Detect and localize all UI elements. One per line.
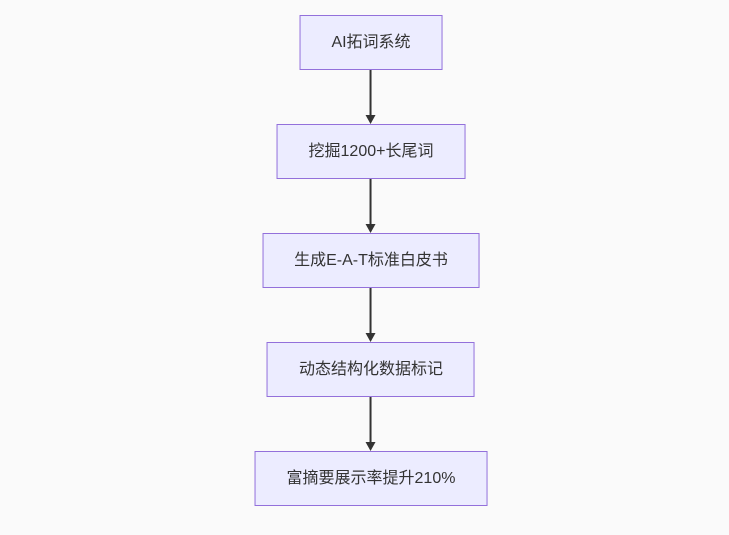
edge-line (370, 70, 372, 115)
arrowhead-icon (366, 115, 376, 124)
flow-node-eat-whitepaper: 生成E-A-T标准白皮书 (262, 233, 480, 288)
flow-node-ai-keyword-system: AI拓词系统 (299, 15, 443, 70)
flow-arrow-n1-n2 (366, 70, 376, 124)
flow-node-rich-snippet-result: 富摘要展示率提升210% (254, 451, 488, 506)
flow-node-structured-data-markup: 动态结构化数据标记 (266, 342, 475, 397)
edge-line (370, 397, 372, 442)
arrowhead-icon (366, 333, 376, 342)
flow-node-longtail-mining: 挖掘1200+长尾词 (276, 124, 466, 179)
flow-arrow-n2-n3 (366, 179, 376, 233)
edge-line (370, 179, 372, 224)
edge-line (370, 288, 372, 333)
arrowhead-icon (366, 442, 376, 451)
flow-arrow-n3-n4 (366, 288, 376, 342)
arrowhead-icon (366, 224, 376, 233)
flow-arrow-n4-n5 (366, 397, 376, 451)
flowchart: AI拓词系统 挖掘1200+长尾词 生成E-A-T标准白皮书 动态结构化数据标记… (254, 15, 488, 506)
